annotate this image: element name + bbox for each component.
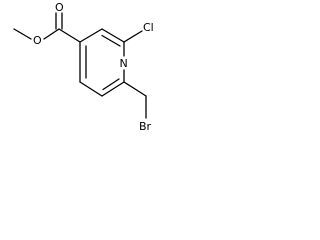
atom-bromine: Br [139, 120, 152, 133]
bond-c6-c1-inner [102, 78, 120, 91]
bond-c6-c1 [101, 81, 125, 97]
atom-ester-oxygen: O [33, 34, 42, 47]
bond-c3-c4 [79, 28, 103, 43]
atom-chlorine: Cl [143, 21, 154, 34]
bond-c2-cl [123, 30, 143, 43]
bond-carbonyl-oester [43, 28, 60, 40]
bond-c2-c3-inner [101, 34, 121, 47]
bond-c1-ch2 [123, 81, 147, 97]
atom-carbonyl-oxygen: O [55, 1, 64, 14]
bond-oester-methyl [13, 28, 32, 40]
bond-c2-c3 [101, 28, 125, 43]
structure-canvas: Cl N Br O O [0, 0, 200, 155]
molecule-structure: Cl N Br O O [13, 1, 154, 133]
atom-nitrogen: N [120, 57, 128, 70]
bond-c5-c6 [79, 81, 103, 97]
bond-c4-carbonyl [58, 28, 81, 43]
